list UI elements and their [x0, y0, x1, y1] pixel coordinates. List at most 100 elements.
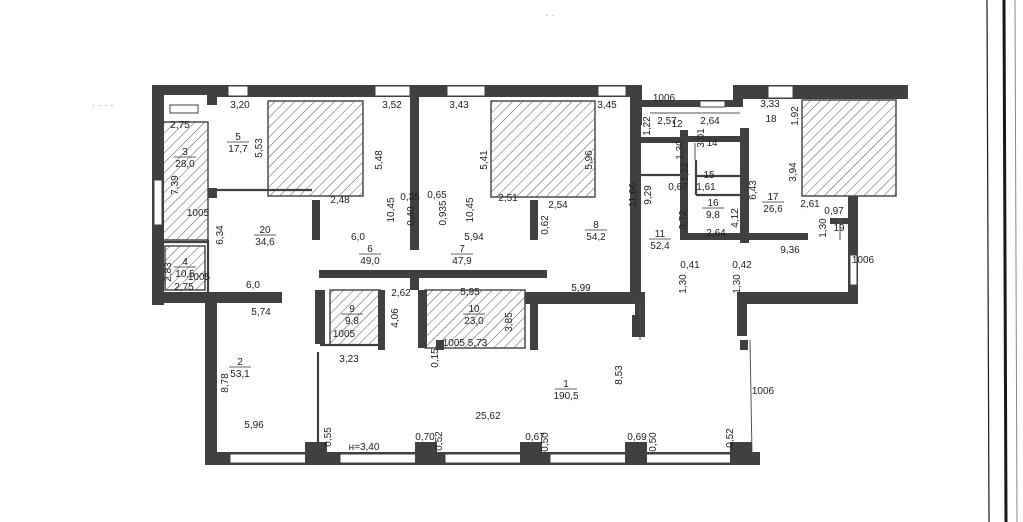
dimension-d262: 2,62 [391, 288, 411, 299]
dimension-d257: 2,57 [657, 116, 677, 127]
dimension-d192: 1,92 [790, 106, 801, 126]
room-area-1: 190,5 [553, 391, 578, 402]
room-number-11: 11 [655, 229, 666, 240]
room-area-3: 28,0 [175, 159, 195, 170]
room-number-3: 3 [182, 147, 188, 158]
scan-marks: · · · · · · [92, 10, 554, 111]
dimension-d1005a: 1005 [187, 208, 210, 219]
window-opening [339, 453, 426, 464]
dimension-d60a: 6,0 [351, 232, 365, 243]
dimension-d0935: 0,935 [438, 200, 449, 225]
room-area-11: 52,4 [650, 241, 670, 252]
dimension-d097: 0,97 [824, 206, 844, 217]
room-area-9: 9,8 [345, 316, 359, 327]
dimension-d1166: 11,66 [628, 182, 639, 207]
dimension-d739: 7,39 [170, 175, 181, 195]
dimension-d254: 2,54 [548, 200, 568, 211]
dimension-d340: н=3,40 [349, 442, 380, 453]
dimension-d60b: 6,0 [246, 280, 260, 291]
room-area-17: 26,6 [763, 204, 783, 215]
room-number-9: 9 [349, 304, 355, 315]
room-number-8: 8 [593, 220, 599, 231]
window-opening [227, 85, 249, 97]
room-number-17: 17 [767, 192, 779, 203]
dimension-d067b: 0,67 [525, 432, 545, 443]
hatched-areas [162, 99, 897, 349]
dimension-d2562: 25,62 [475, 411, 500, 422]
dimension-d596: 5,96 [584, 150, 595, 170]
dimension-d301: 3,01 [696, 128, 707, 148]
dimension-d1045b: 10,45 [465, 197, 476, 222]
room-area-4: 10,5 [175, 269, 195, 280]
dimension-d040: 0,40 [406, 206, 417, 226]
dimension-d1006a: 1006 [653, 93, 676, 104]
dimension-d634: 6,34 [215, 225, 226, 245]
hatched-column [801, 99, 897, 197]
hatched-column [424, 289, 526, 349]
dimension-d264a: 2,64 [700, 116, 720, 127]
dimension-d275b: 2,75 [174, 282, 194, 293]
dimension-d573: 1005 5,73 [443, 338, 488, 349]
window-opening [446, 85, 486, 97]
room-number-5: 5 [235, 132, 241, 143]
dimension-d283: 2,83 [163, 262, 174, 282]
window-opening [169, 104, 199, 114]
dimension-d541: 5,41 [479, 150, 490, 170]
room-number-15: 15 [703, 170, 715, 181]
dimension-d594: 5,94 [464, 232, 484, 243]
dimension-d1006b: 1006 [852, 255, 875, 266]
dimension-d248: 2,48 [330, 195, 350, 206]
room-area-2: 53,1 [230, 369, 250, 380]
dimension-d406: 4,06 [390, 308, 401, 328]
doors [282, 250, 735, 304]
windows [153, 85, 858, 464]
room-number-2: 2 [237, 357, 243, 368]
dimension-d130d: 1,30 [732, 274, 743, 294]
dimension-d853: 8,53 [614, 365, 625, 385]
dimension-d275a: 2,75 [170, 120, 190, 131]
dimension-d251: 2,51 [498, 193, 518, 204]
dimension-d261: 2,61 [800, 199, 820, 210]
dimension-d320: 3,20 [230, 100, 250, 111]
dimension-d394: 3,94 [788, 162, 799, 182]
room-number-4: 4 [182, 257, 188, 268]
dimension-d062: 0,62 [540, 215, 551, 235]
room-labels: 1190,5253,1328,0410,5517,7649,0747,9854,… [174, 114, 845, 402]
window-opening [849, 254, 858, 286]
room-number-1: 1 [563, 379, 569, 390]
door-opening [660, 292, 735, 304]
svg-text:· ·: · · [545, 10, 554, 21]
room-number-16: 16 [707, 198, 719, 209]
room-number-14: 14 [706, 138, 718, 149]
dimension-d352: 3,52 [382, 100, 402, 111]
svg-text:· · · ·: · · · · [92, 100, 114, 111]
room-number-12: 12 [671, 119, 683, 130]
dimension-d596b: 5,96 [244, 420, 264, 431]
dimension-d161: 1,61 [696, 182, 716, 193]
dimension-d1006c: 1006 [752, 386, 775, 397]
dimension-d548: 5,48 [374, 150, 385, 170]
room-number-10: 10 [468, 304, 480, 315]
dimension-d050b: 0,50 [648, 432, 659, 452]
dimension-d372: 3,72 [678, 210, 689, 230]
dimension-d574: 5,74 [251, 307, 271, 318]
window-opening [444, 453, 531, 464]
interior-walls [208, 85, 850, 350]
window-opening [374, 85, 411, 97]
dimension-d041: 0,41 [680, 260, 700, 271]
window-opening [597, 85, 627, 97]
room-area-6: 49,0 [360, 256, 380, 267]
window-opening [644, 453, 736, 464]
window-opening [549, 453, 636, 464]
dimension-d130c: 1,30 [678, 274, 689, 294]
dimension-d599: 5,99 [571, 283, 591, 294]
dimension-d070: 0,70 [415, 432, 435, 443]
window-opening [767, 85, 794, 99]
room-number-19: 19 [833, 223, 845, 234]
door-opening [410, 250, 419, 270]
dimension-d035: 0,35 [400, 192, 420, 203]
dimension-d878: 8,78 [220, 373, 231, 393]
dimension-d052a: 0,52 [434, 431, 445, 451]
